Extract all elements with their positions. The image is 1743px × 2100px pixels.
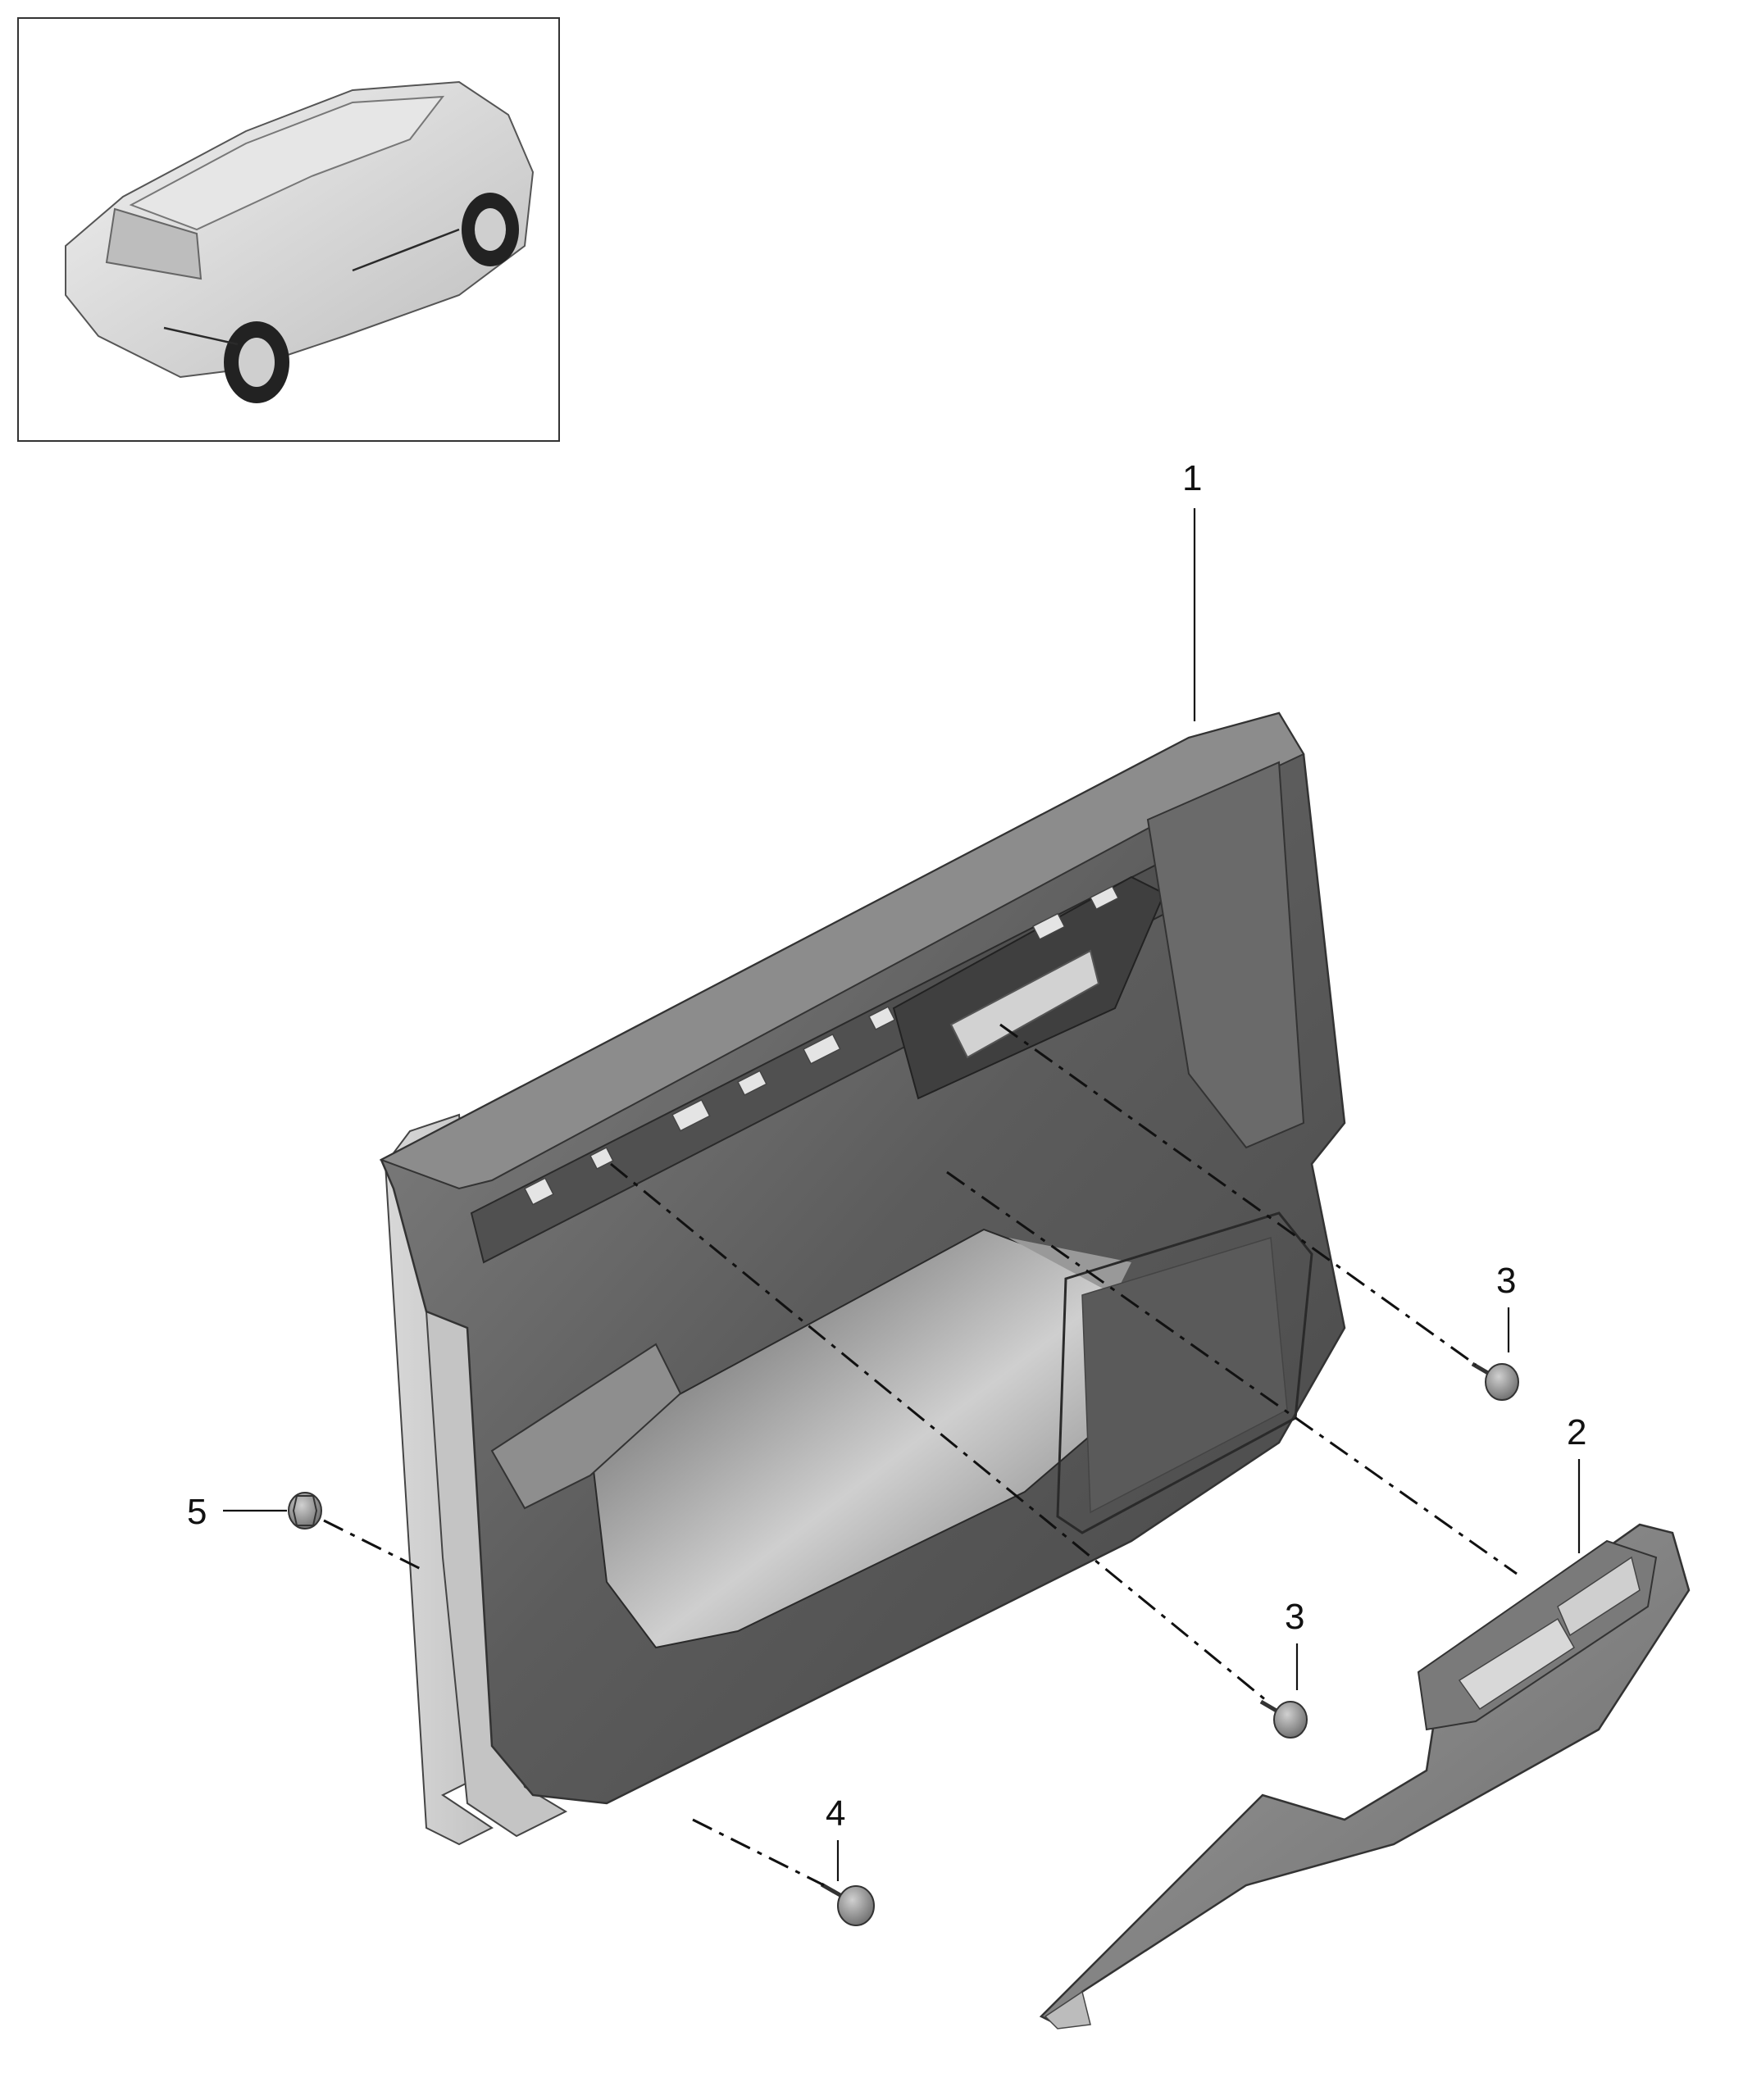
callout-2: 2	[1567, 1412, 1586, 1452]
door-panel-icon	[379, 711, 1346, 1846]
screw-icon	[820, 1361, 1519, 1926]
leader-lines	[223, 508, 1581, 1881]
car-overview-icon	[65, 80, 535, 403]
callout-1: 1	[1182, 458, 1202, 498]
callout-4: 4	[826, 1793, 845, 1834]
armrest-icon	[1039, 1523, 1691, 2030]
clip-icon	[288, 1492, 322, 1530]
callout-3-upper: 3	[1496, 1261, 1516, 1301]
callout-5: 5	[187, 1492, 207, 1532]
callout-3-lower: 3	[1285, 1597, 1304, 1637]
assembly-lines	[323, 1023, 1518, 1887]
vehicle-thumbnail	[17, 17, 560, 442]
callouts: 1 2 3 3 4 5	[187, 458, 1586, 1834]
